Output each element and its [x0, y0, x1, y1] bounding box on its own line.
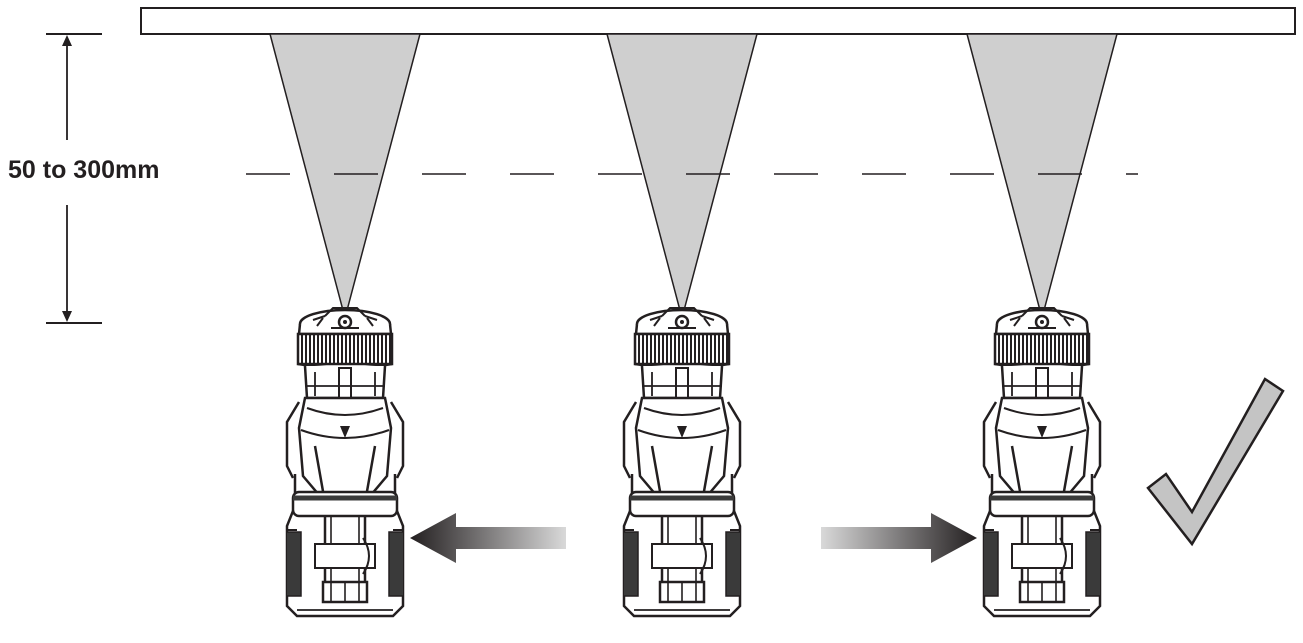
target-surface	[140, 7, 1296, 35]
spray-gun-icon-right	[984, 308, 1100, 616]
spray-cone-center	[606, 33, 758, 321]
spray-gun-icon-center	[624, 308, 740, 616]
spray-cone-right	[966, 33, 1118, 321]
direction-arrow-right	[821, 513, 977, 563]
check-mark-icon	[1146, 377, 1285, 547]
distance-dimension-bracket	[46, 33, 102, 324]
spray-gun-icon-left	[287, 308, 403, 616]
distance-range-label: 50 to 300mm	[8, 156, 160, 184]
spray-cone-left	[269, 33, 421, 321]
direction-arrow-left	[410, 513, 566, 563]
